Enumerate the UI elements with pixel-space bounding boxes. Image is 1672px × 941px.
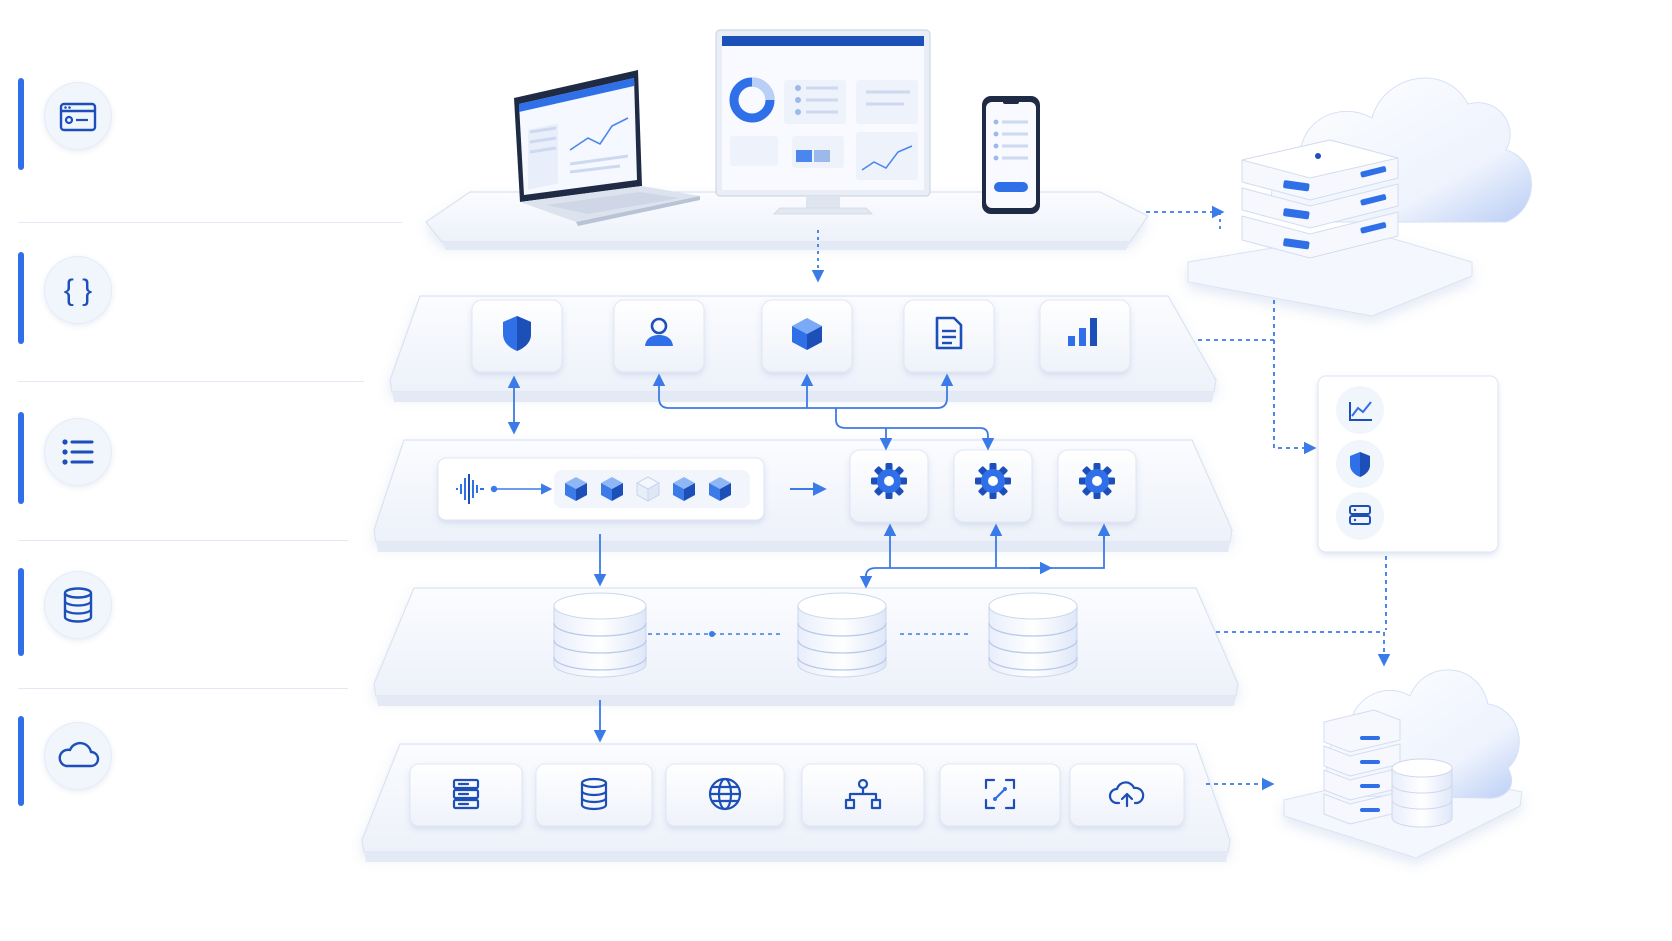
stream-cubes — [565, 476, 731, 502]
replication-dot — [709, 631, 715, 637]
line-chart-icon — [1349, 401, 1372, 421]
database-icon — [44, 571, 112, 639]
server-icon — [1349, 505, 1371, 525]
gear-icon — [871, 463, 907, 499]
worker-tile — [1057, 449, 1137, 523]
worker-tiles — [849, 449, 1137, 523]
layer-divider — [18, 222, 402, 223]
layer-marker-processing — [18, 412, 24, 504]
storage-cylinder — [1391, 758, 1453, 828]
services-merge-line — [658, 376, 948, 409]
service-tile-document — [903, 299, 995, 373]
infra-tile — [1069, 763, 1185, 827]
layer-divider — [18, 688, 348, 689]
cube-icon — [709, 477, 731, 501]
server-stack — [1323, 709, 1401, 825]
infra-tile — [801, 763, 925, 827]
layer-divider — [18, 540, 348, 541]
cloud-icon — [44, 722, 112, 790]
service-tile-cube — [761, 299, 853, 373]
smartphone — [982, 96, 1040, 214]
gear-icon — [1079, 463, 1115, 499]
database-node — [988, 592, 1078, 678]
database-node — [553, 592, 647, 678]
cloud-storage-cluster — [1283, 669, 1523, 859]
cloud-server-cluster — [1187, 77, 1532, 317]
services-to-workers-line — [835, 408, 995, 451]
bar-chart-icon — [1068, 318, 1097, 346]
database-node — [797, 592, 887, 678]
database-nodes — [553, 592, 1078, 678]
worker-tile — [849, 449, 929, 523]
gear-icon — [975, 463, 1011, 499]
cube-icon — [673, 477, 695, 501]
layer-marker-presentation — [18, 78, 24, 170]
api-to-cloud-link — [1198, 298, 1275, 341]
document-icon — [935, 316, 963, 350]
service-tile-shield — [471, 299, 563, 373]
desktop-monitor — [715, 29, 931, 215]
expand-icon — [984, 778, 1016, 810]
infra-tile — [665, 763, 785, 827]
service-tile-user — [613, 299, 705, 373]
waveform-icon — [456, 474, 484, 504]
laptop — [514, 70, 700, 226]
database-icon — [580, 777, 608, 811]
infra-tile — [939, 763, 1061, 827]
infra-tiles — [409, 763, 1185, 827]
cube-icon — [601, 477, 623, 501]
layer-divider — [18, 381, 364, 382]
api-to-monitoring-link — [1273, 340, 1317, 455]
monitoring-panel — [1317, 375, 1499, 553]
layer-marker-infrastructure — [18, 716, 24, 806]
browser-window-icon — [44, 82, 112, 150]
infra-tile — [535, 763, 653, 827]
connectors — [507, 205, 1391, 791]
server-stack — [1241, 139, 1399, 259]
shield-icon — [503, 316, 531, 351]
cloud-upload-icon — [1108, 781, 1145, 808]
curly-braces-icon: { } — [44, 256, 112, 324]
shield-icon — [1350, 452, 1370, 477]
data-to-storage-link — [1216, 631, 1391, 667]
cube-icon — [565, 477, 587, 501]
server-rack-icon — [452, 778, 480, 810]
network-nodes-icon — [844, 778, 882, 810]
list-icon — [44, 418, 112, 486]
user-icon — [645, 317, 673, 346]
globe-icon — [708, 777, 742, 811]
cube-icon — [635, 476, 661, 502]
infra-tile — [409, 763, 523, 827]
layer-marker-api — [18, 252, 24, 344]
layer-marker-data — [18, 568, 24, 656]
cube-icon — [792, 318, 822, 350]
worker-tile — [953, 449, 1033, 523]
svg-text:{ }: { } — [64, 274, 92, 307]
service-tile-analytics — [1039, 299, 1131, 373]
